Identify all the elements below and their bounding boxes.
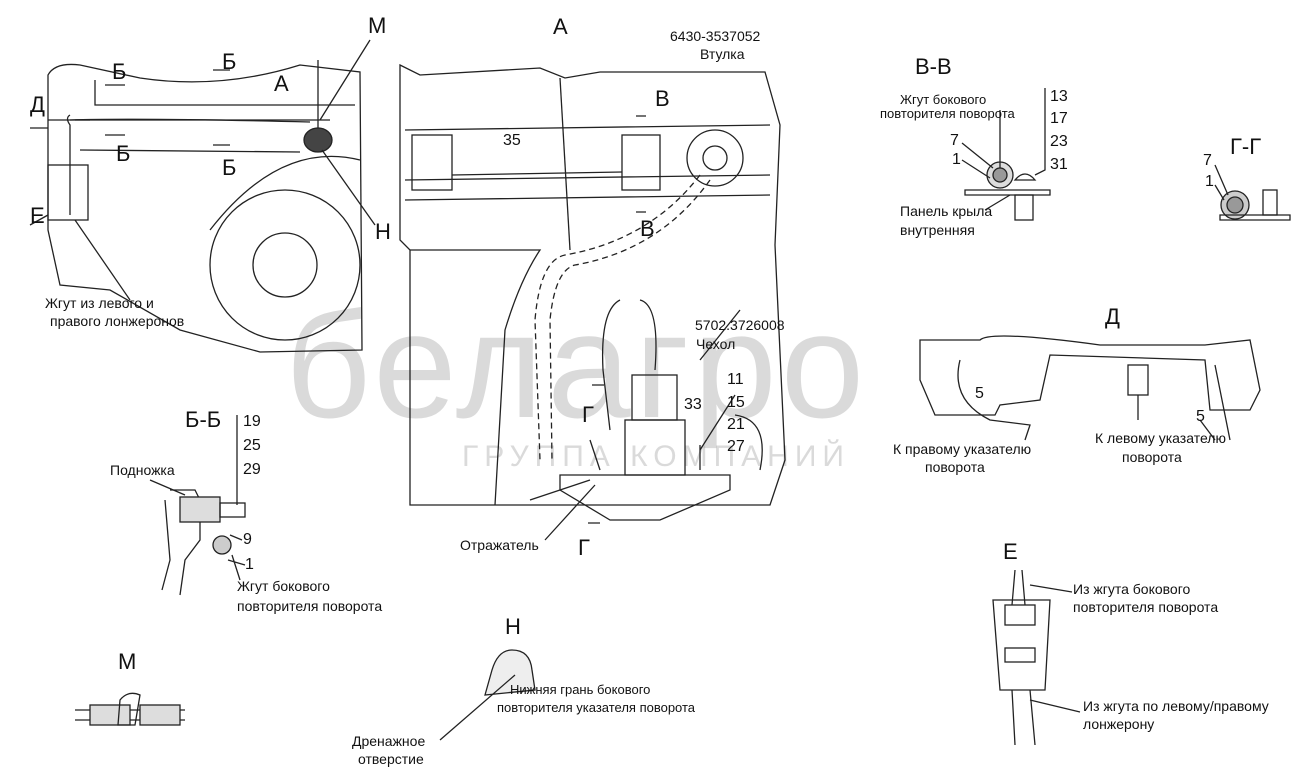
view-d-title: Д bbox=[1105, 304, 1120, 329]
label-b4: Б bbox=[222, 155, 237, 180]
gg-pos-7: 7 bbox=[1203, 152, 1212, 169]
label-h: Н bbox=[375, 219, 391, 244]
pos-35: 35 bbox=[503, 132, 521, 149]
label-g2: Г bbox=[578, 535, 590, 560]
gg-pos-1: 1 bbox=[1205, 173, 1214, 190]
harness-label-2: правого лонжеронов bbox=[50, 313, 185, 329]
right-indicator-2: поворота bbox=[925, 459, 985, 475]
view-m-drawing bbox=[75, 692, 185, 726]
label-b3: Б bbox=[116, 141, 131, 166]
edge-label-2: повторителя указателя поворота bbox=[497, 700, 696, 715]
view-a-drawing bbox=[399, 63, 786, 541]
from-side-2: повторителя поворота bbox=[1073, 599, 1219, 615]
pos-11: 11 bbox=[727, 371, 744, 388]
label-view-m-ref: М bbox=[368, 13, 387, 38]
vv-pos-7: 7 bbox=[950, 132, 959, 149]
truck-side-view bbox=[29, 39, 376, 353]
pos-15: 15 bbox=[727, 394, 745, 411]
drain-label-1: Дренажное bbox=[352, 733, 426, 749]
pos-13: 13 bbox=[1050, 88, 1068, 105]
bb-harness-1: Жгут бокового bbox=[237, 578, 330, 594]
pos-19: 19 bbox=[243, 413, 261, 430]
from-side-1: Из жгута бокового bbox=[1073, 581, 1191, 597]
pos-31: 31 bbox=[1050, 156, 1068, 173]
view-e-title: Е bbox=[1003, 539, 1018, 564]
view-e-drawing bbox=[992, 569, 1081, 746]
edge-label-1: Нижняя грань бокового bbox=[510, 682, 651, 697]
panel-label-2: внутренняя bbox=[900, 222, 975, 238]
panel-label-1: Панель крыла bbox=[900, 203, 993, 219]
section-gg-title: Г-Г bbox=[1230, 134, 1262, 159]
step-label: Подножка bbox=[110, 462, 175, 478]
bb-harness-2: повторителя поворота bbox=[237, 598, 383, 614]
reflector-label: Отражатель bbox=[460, 537, 539, 553]
pos-17: 17 bbox=[1050, 110, 1068, 127]
view-h-title: Н bbox=[505, 614, 521, 639]
pos-21: 21 bbox=[727, 416, 745, 433]
bushing-label: Втулка bbox=[700, 46, 745, 62]
label-v2: В bbox=[640, 216, 655, 241]
section-vv-drawing bbox=[961, 88, 1051, 221]
view-m-title: М bbox=[118, 649, 137, 674]
vv-harness-1: Жгут бокового bbox=[900, 92, 987, 107]
cover-part-number: 5702.3726008 bbox=[695, 317, 785, 333]
label-b2: Б bbox=[222, 49, 237, 74]
pos-27: 27 bbox=[727, 438, 745, 455]
d-pos-5b: 5 bbox=[1196, 408, 1205, 425]
left-indicator-2: поворота bbox=[1122, 449, 1182, 465]
watermark-subtitle: ГРУППА КОМПАНИЙ bbox=[462, 440, 850, 473]
view-a-title: А bbox=[553, 14, 568, 39]
bushing-part-number: 6430-3537052 bbox=[670, 28, 761, 44]
bb-pos-1: 1 bbox=[245, 556, 254, 573]
pos-29: 29 bbox=[243, 461, 261, 478]
d-pos-5a: 5 bbox=[975, 385, 984, 402]
pos-33: 33 bbox=[684, 396, 702, 413]
section-bb-title: Б-Б bbox=[185, 407, 222, 432]
label-v1: В bbox=[655, 86, 670, 111]
harness-label-1: Жгут из левого и bbox=[45, 295, 154, 311]
section-bb-drawing bbox=[149, 415, 246, 596]
section-gg-drawing bbox=[1214, 164, 1291, 221]
left-indicator-1: К левому указателю bbox=[1095, 430, 1226, 446]
pos-23: 23 bbox=[1050, 133, 1068, 150]
bb-pos-9: 9 bbox=[243, 531, 252, 548]
vv-harness-2: повторителя поворота bbox=[880, 106, 1015, 121]
view-d-drawing bbox=[919, 335, 1261, 441]
label-d: Д bbox=[30, 92, 45, 117]
from-frame-1: Из жгута по левому/правому bbox=[1083, 698, 1269, 714]
drain-label-2: отверстие bbox=[358, 751, 424, 767]
label-a-arrow: А bbox=[274, 71, 289, 96]
label-g1: Г bbox=[582, 402, 594, 427]
label-b1: Б bbox=[112, 59, 127, 84]
from-frame-2: лонжерону bbox=[1083, 716, 1155, 732]
view-h-drawing bbox=[439, 649, 536, 741]
label-e: Е bbox=[30, 203, 45, 228]
pos-25: 25 bbox=[243, 437, 261, 454]
cover-label: Чехол bbox=[696, 336, 736, 352]
vv-pos-1: 1 bbox=[952, 151, 961, 168]
right-indicator-1: К правому указателю bbox=[893, 441, 1032, 457]
section-vv-title: В-В bbox=[915, 54, 952, 79]
watermark-logo: белагро bbox=[285, 281, 869, 449]
